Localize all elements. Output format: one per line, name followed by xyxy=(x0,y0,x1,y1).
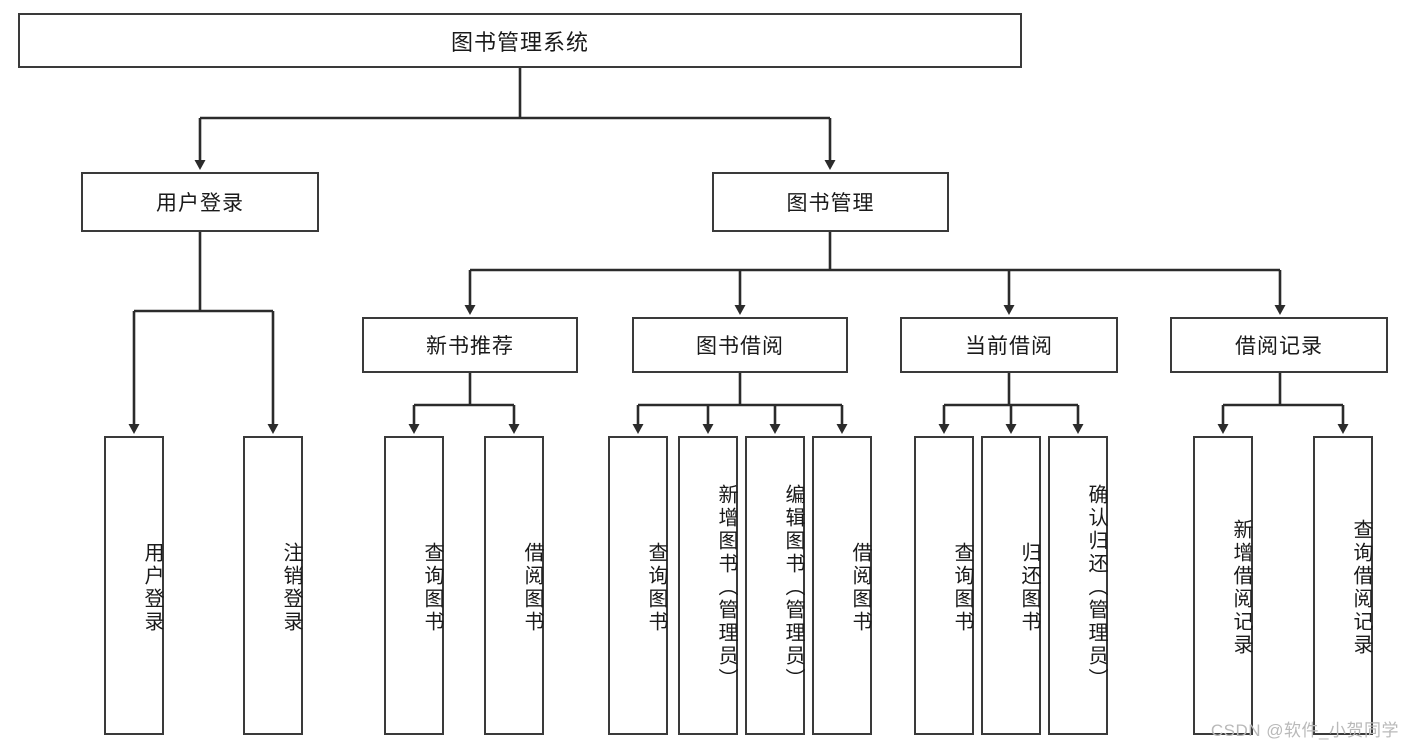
node-leaf-query-book-2[interactable]: 查询图书 xyxy=(608,436,668,735)
node-leaf-confirm-return-label: 确认归还（管理员） xyxy=(1085,484,1107,691)
node-leaf-add-book[interactable]: 新增图书（管理员） xyxy=(678,436,738,735)
node-leaf-borrow-book-1-label: 借阅图书 xyxy=(521,541,543,634)
node-leaf-query-book-3-label: 查询图书 xyxy=(951,541,973,634)
node-book-borrow[interactable]: 图书借阅 xyxy=(632,317,848,373)
node-leaf-query-book-2-label: 查询图书 xyxy=(645,541,667,634)
node-leaf-query-book-1[interactable]: 查询图书 xyxy=(384,436,444,735)
node-new-book-recommend[interactable]: 新书推荐 xyxy=(362,317,578,373)
node-leaf-user-login[interactable]: 用户登录 xyxy=(104,436,164,735)
node-leaf-query-book-3[interactable]: 查询图书 xyxy=(914,436,974,735)
node-leaf-user-logout-label: 注销登录 xyxy=(280,541,302,634)
node-new-book-recommend-label: 新书推荐 xyxy=(426,335,514,358)
node-borrow-record-label: 借阅记录 xyxy=(1235,335,1323,358)
node-current-borrow-label: 当前借阅 xyxy=(965,335,1053,358)
node-leaf-edit-book-label: 编辑图书（管理员） xyxy=(782,484,804,691)
node-leaf-user-logout[interactable]: 注销登录 xyxy=(243,436,303,735)
node-leaf-borrow-book-1[interactable]: 借阅图书 xyxy=(484,436,544,735)
node-leaf-query-book-1-label: 查询图书 xyxy=(421,541,443,634)
node-book-manage[interactable]: 图书管理 xyxy=(712,172,949,232)
node-root-label: 图书管理系统 xyxy=(450,29,589,55)
node-leaf-add-record[interactable]: 新增借阅记录 xyxy=(1193,436,1253,735)
node-leaf-query-record-label: 查询借阅记录 xyxy=(1350,518,1372,657)
node-user-login-label: 用户登录 xyxy=(156,192,244,215)
node-leaf-return-book[interactable]: 归还图书 xyxy=(981,436,1041,735)
watermark: CSDN @软件_小贺同学 xyxy=(1210,721,1399,740)
node-leaf-edit-book[interactable]: 编辑图书（管理员） xyxy=(745,436,805,735)
node-leaf-add-book-label: 新增图书（管理员） xyxy=(715,484,737,691)
node-user-login[interactable]: 用户登录 xyxy=(81,172,319,232)
node-leaf-return-book-label: 归还图书 xyxy=(1018,541,1040,634)
node-borrow-record[interactable]: 借阅记录 xyxy=(1170,317,1388,373)
node-book-borrow-label: 图书借阅 xyxy=(696,335,784,358)
node-leaf-user-login-label: 用户登录 xyxy=(141,541,163,634)
node-leaf-confirm-return[interactable]: 确认归还（管理员） xyxy=(1048,436,1108,735)
node-leaf-borrow-book-2-label: 借阅图书 xyxy=(849,541,871,634)
node-leaf-query-record[interactable]: 查询借阅记录 xyxy=(1313,436,1373,735)
node-leaf-borrow-book-2[interactable]: 借阅图书 xyxy=(812,436,872,735)
node-book-manage-label: 图书管理 xyxy=(786,192,875,215)
node-root[interactable]: 图书管理系统 xyxy=(18,13,1022,68)
node-leaf-add-record-label: 新增借阅记录 xyxy=(1230,518,1252,657)
node-current-borrow[interactable]: 当前借阅 xyxy=(900,317,1118,373)
